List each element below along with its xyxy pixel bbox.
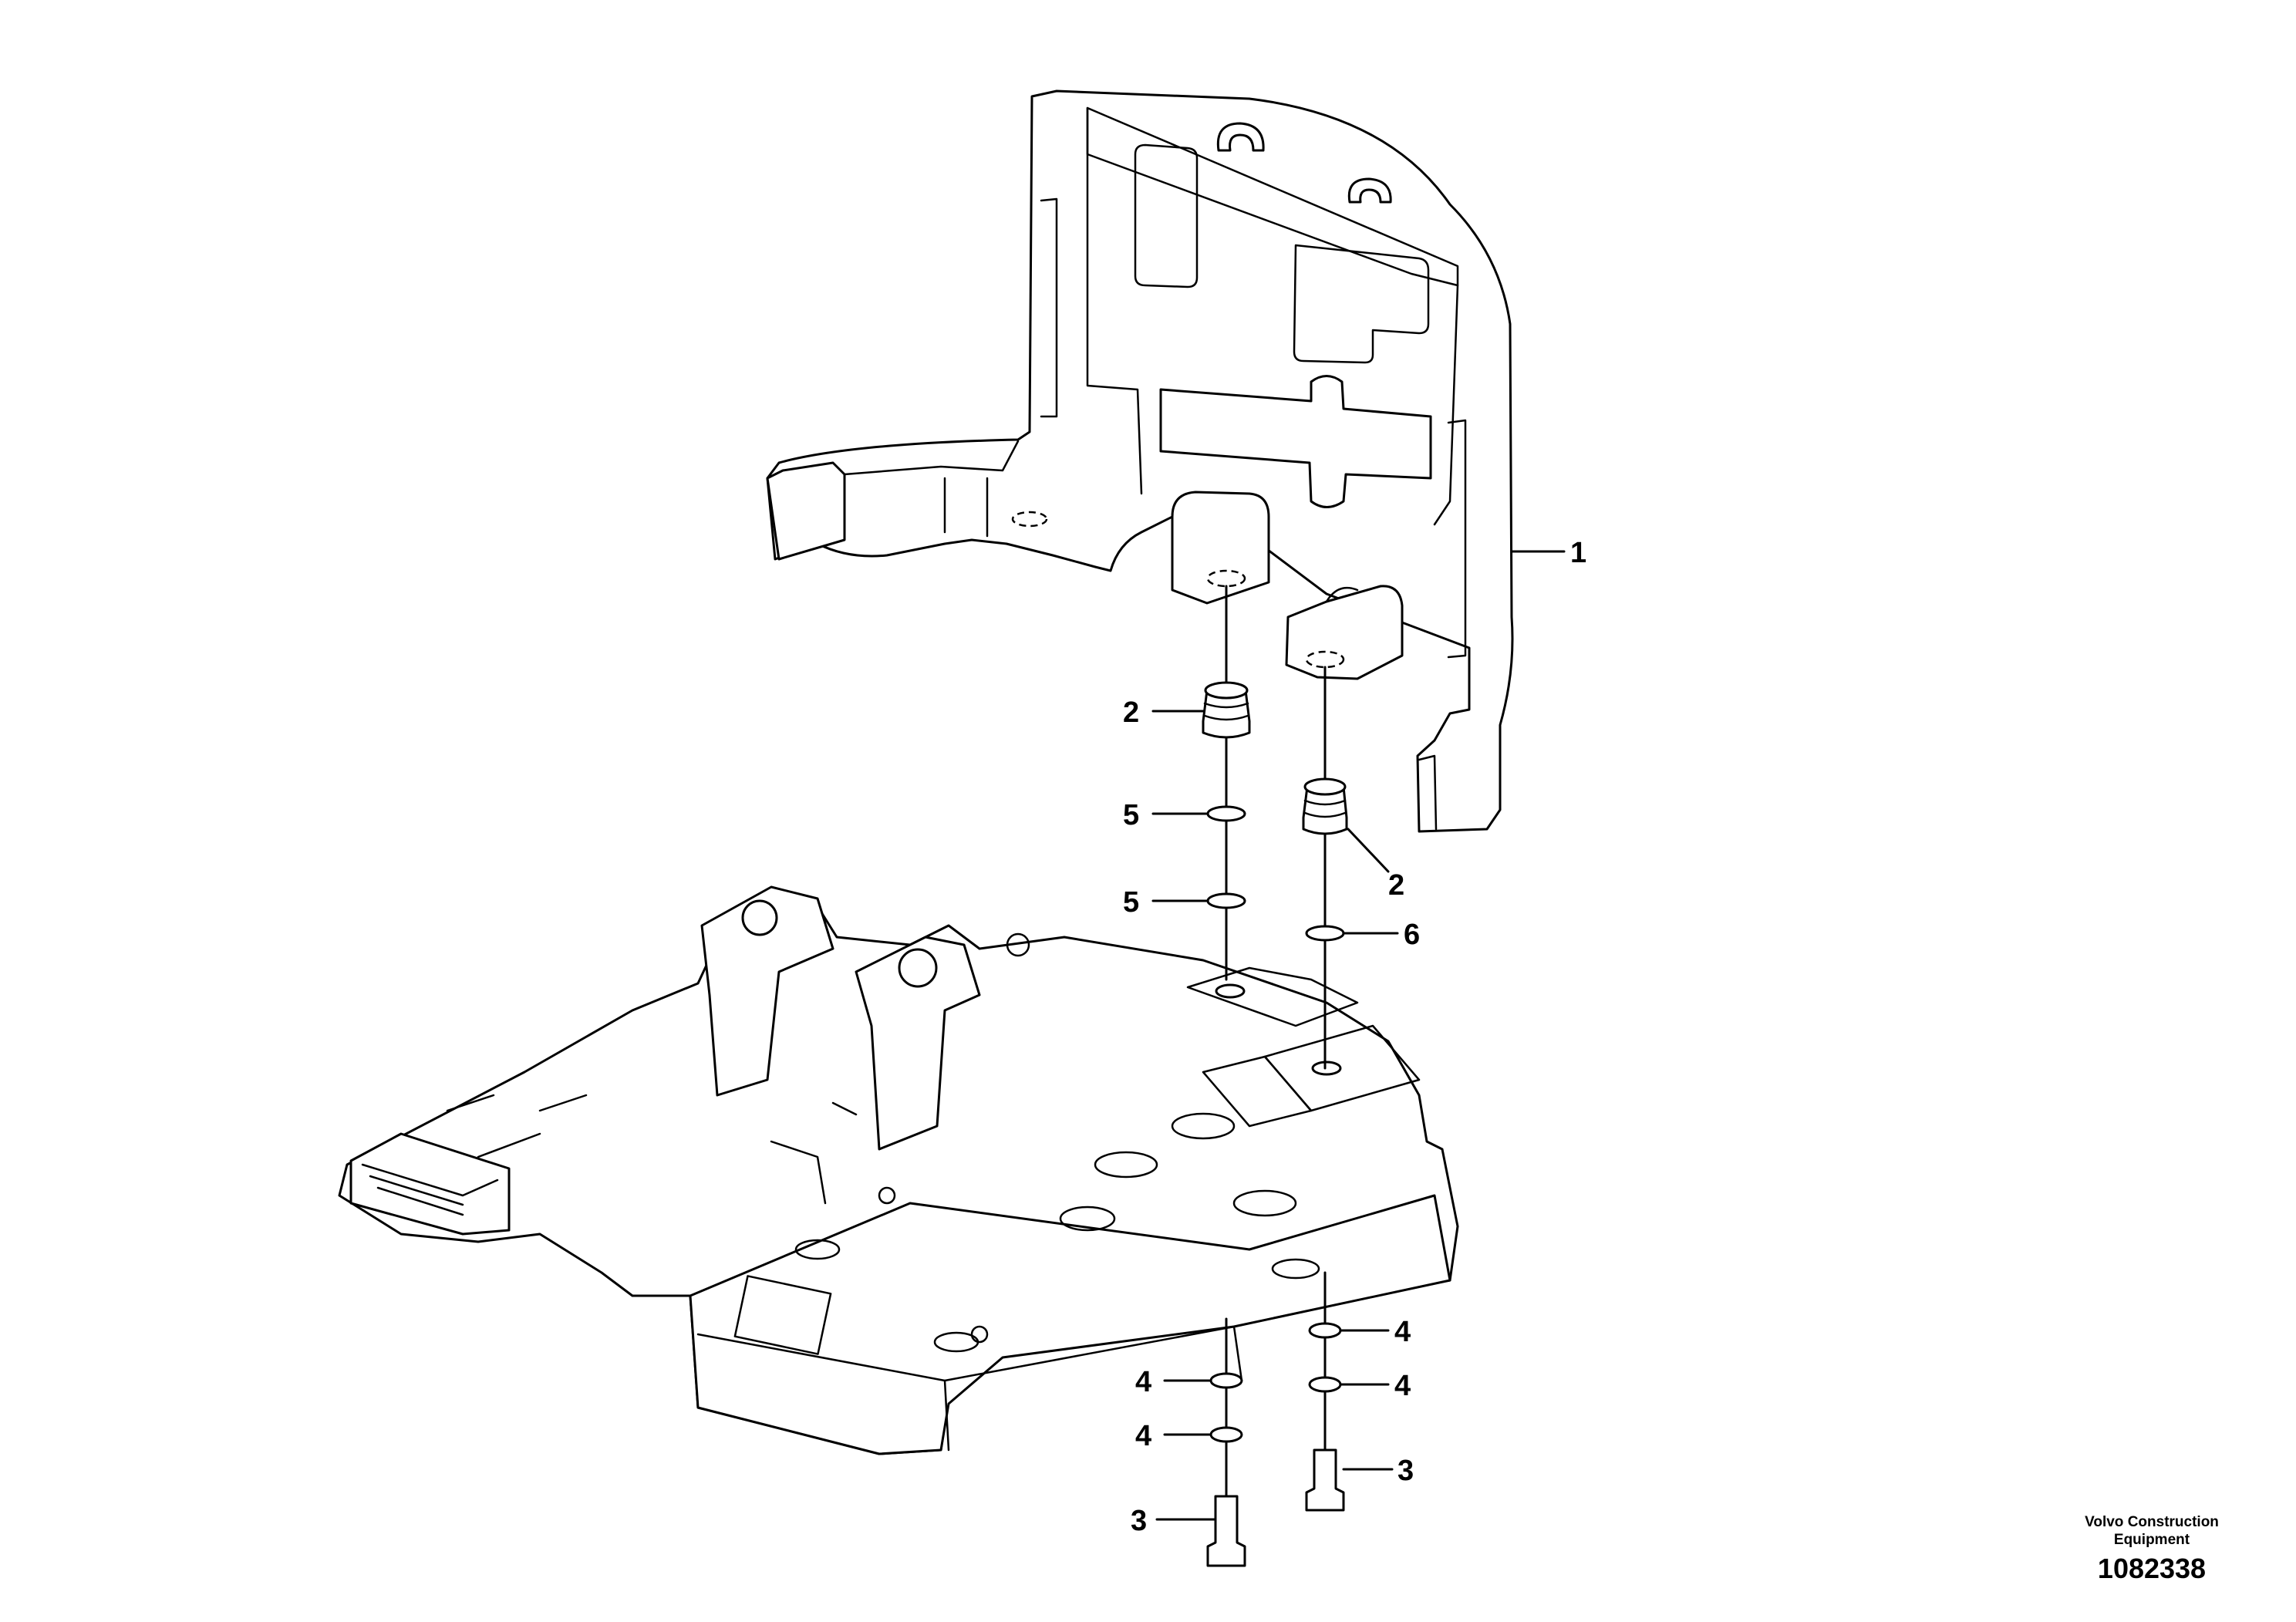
callout-2: 2 — [1388, 869, 1404, 902]
callout-4: 4 — [1394, 1316, 1411, 1348]
callout-2: 2 — [1123, 696, 1139, 729]
brand-line-1: Volvo Construction — [2085, 1514, 2219, 1530]
part-1-counterweight-panel — [766, 89, 1514, 833]
callout-6: 6 — [1404, 919, 1420, 951]
callout-labels: 1 2 2 3 3 4 4 4 4 5 5 6 — [1123, 537, 1586, 1537]
callout-1: 1 — [1570, 537, 1586, 569]
callout-3: 3 — [1397, 1455, 1414, 1487]
upper-frame-structure — [338, 885, 1459, 1455]
callout-5: 5 — [1123, 886, 1139, 919]
callout-4: 4 — [1135, 1366, 1151, 1398]
callout-4: 4 — [1394, 1370, 1411, 1402]
left-hardware-stack — [1202, 585, 1251, 1567]
right-hardware-stack — [1302, 666, 1348, 1512]
document-number: 1082338 — [2097, 1553, 2207, 1584]
callout-leaders — [1151, 550, 1566, 1521]
callout-5: 5 — [1123, 799, 1139, 831]
drawing-footer: Volvo Construction Equipment 1082338 — [2052, 1513, 2252, 1586]
callout-3: 3 — [1131, 1505, 1147, 1537]
callout-4: 4 — [1135, 1420, 1151, 1452]
brand-line-2: Equipment — [2113, 1532, 2190, 1548]
